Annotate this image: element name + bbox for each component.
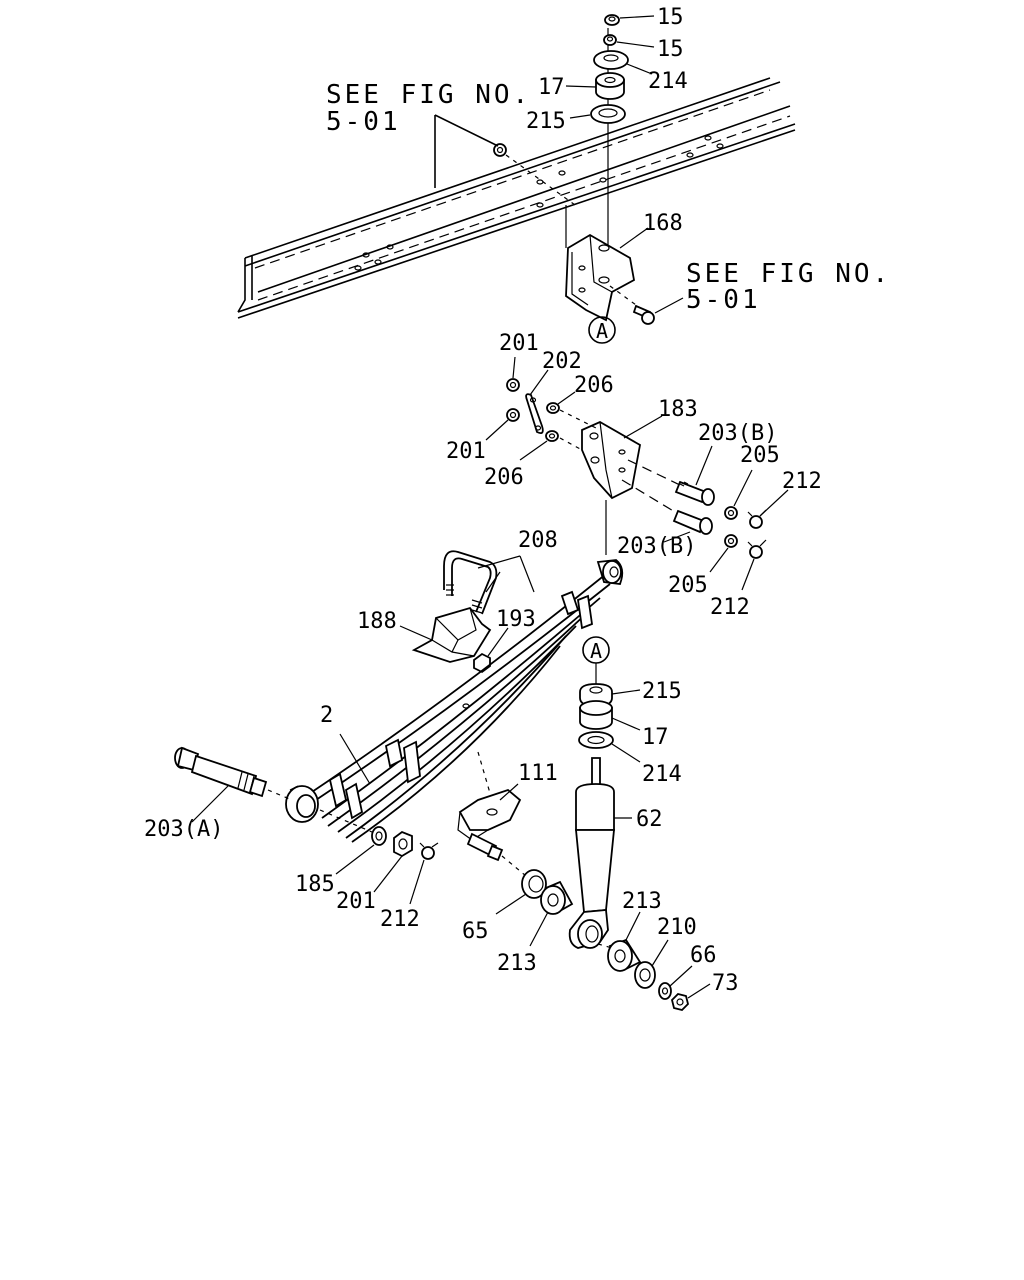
- plate-202: [525, 393, 544, 435]
- nut-205-upper: [724, 506, 738, 520]
- washer-214-top: [593, 50, 629, 70]
- seat-188: [411, 606, 492, 663]
- callout-73: 73: [712, 971, 739, 996]
- svg-text:A: A: [596, 319, 608, 343]
- washer-185: [371, 826, 387, 846]
- callout-66: 66: [690, 943, 717, 968]
- washer-66: [658, 982, 672, 1000]
- callout-212-c: 212: [380, 907, 420, 932]
- callout-62: 62: [636, 807, 663, 832]
- callout-65: 65: [462, 919, 489, 944]
- nut-73: [671, 993, 689, 1011]
- callout-201-b: 201: [446, 439, 486, 464]
- shock-absorber-62: [568, 757, 615, 949]
- bracket-111: [457, 788, 522, 862]
- frame-nut: [493, 143, 507, 157]
- callout-2: 2: [320, 703, 333, 728]
- pin-203a: [174, 746, 268, 798]
- callout-188: 188: [357, 609, 397, 634]
- callout-205-upper: 205: [740, 443, 780, 468]
- callout-17-top: 17: [538, 75, 565, 100]
- callout-203b-upper: 203(B): [698, 421, 777, 446]
- see-fig-top-line1: SEE FIG NO.: [326, 80, 531, 110]
- frame-holes: [354, 135, 724, 271]
- callout-111: 111: [518, 761, 558, 786]
- callout-193: 193: [496, 607, 536, 632]
- callout-15-top: 15: [657, 5, 684, 30]
- grease-212-upper: [747, 509, 767, 529]
- washer-214-mid: [578, 731, 614, 749]
- nut-193: [473, 652, 491, 674]
- washer-206-a: [546, 402, 560, 414]
- grease-212-c: [419, 842, 439, 860]
- callout-213-right: 213: [622, 889, 662, 914]
- u-bolt-208: [443, 550, 498, 615]
- callout-206-b: 206: [484, 465, 524, 490]
- callout-215-top: 215: [526, 109, 566, 134]
- callout-213-left: 213: [497, 951, 537, 976]
- callout-210: 210: [657, 915, 697, 940]
- bushing-65: [521, 869, 547, 899]
- grease-212-lower: [747, 539, 767, 559]
- shackle-group: [485, 356, 683, 555]
- bushing-213-left: [540, 880, 574, 915]
- see-fig-right-line2: 5-01: [686, 285, 761, 315]
- nut-201-b: [506, 408, 520, 422]
- washer-206-b: [545, 430, 559, 442]
- spring-eye-rear: [596, 559, 624, 585]
- see-fig-top-line2: 5-01: [326, 107, 401, 137]
- callout-17-mid: 17: [642, 725, 669, 750]
- nut-205-lower: [724, 534, 738, 548]
- callout-202: 202: [542, 349, 582, 374]
- callout-214-mid: 214: [642, 762, 682, 787]
- callout-15-lower: 15: [657, 37, 684, 62]
- nut-201-a: [506, 378, 520, 392]
- callout-206-a: 206: [574, 373, 614, 398]
- bushing-17-top: [595, 72, 625, 100]
- frame-rail: [237, 77, 796, 319]
- nut-15-top: [604, 14, 620, 26]
- callout-203a: 203(A): [144, 817, 223, 842]
- spring-eye-front: [285, 785, 319, 823]
- bracket-168: [565, 205, 637, 322]
- nut-15-lower: [603, 34, 617, 46]
- callout-208: 208: [518, 528, 558, 553]
- callout-214-top: 214: [648, 69, 688, 94]
- callout-185: 185: [295, 872, 335, 897]
- nut-201-c: [393, 830, 413, 858]
- marker-a-mid-label: A: [590, 639, 602, 663]
- bushing-213-right: [607, 938, 642, 972]
- callout-212-upper: 212: [782, 469, 822, 494]
- callout-201-a: 201: [499, 331, 539, 356]
- pin-203b-lower: [672, 509, 713, 535]
- callout-212-lower: 212: [710, 595, 750, 620]
- bolt-right-ref: [632, 304, 655, 325]
- callout-183: 183: [658, 397, 698, 422]
- marker-a-top: A: [588, 316, 616, 344]
- callout-215-mid: 215: [642, 679, 682, 704]
- pin-203b-upper: [674, 480, 715, 506]
- callout-201-c: 201: [336, 889, 376, 914]
- leaf-spring-2: [285, 559, 624, 843]
- hanger-183: [581, 420, 642, 500]
- washer-210: [634, 961, 656, 989]
- bushing-17-mid: [579, 700, 613, 730]
- callout-168: 168: [643, 211, 683, 236]
- see-fig-right-line1: SEE FIG NO.: [686, 259, 891, 289]
- washer-215-top: [590, 104, 626, 124]
- callout-205-lower: 205: [668, 573, 708, 598]
- callout-203b-lower: 203(B): [617, 534, 696, 559]
- top-stack: [565, 14, 655, 245]
